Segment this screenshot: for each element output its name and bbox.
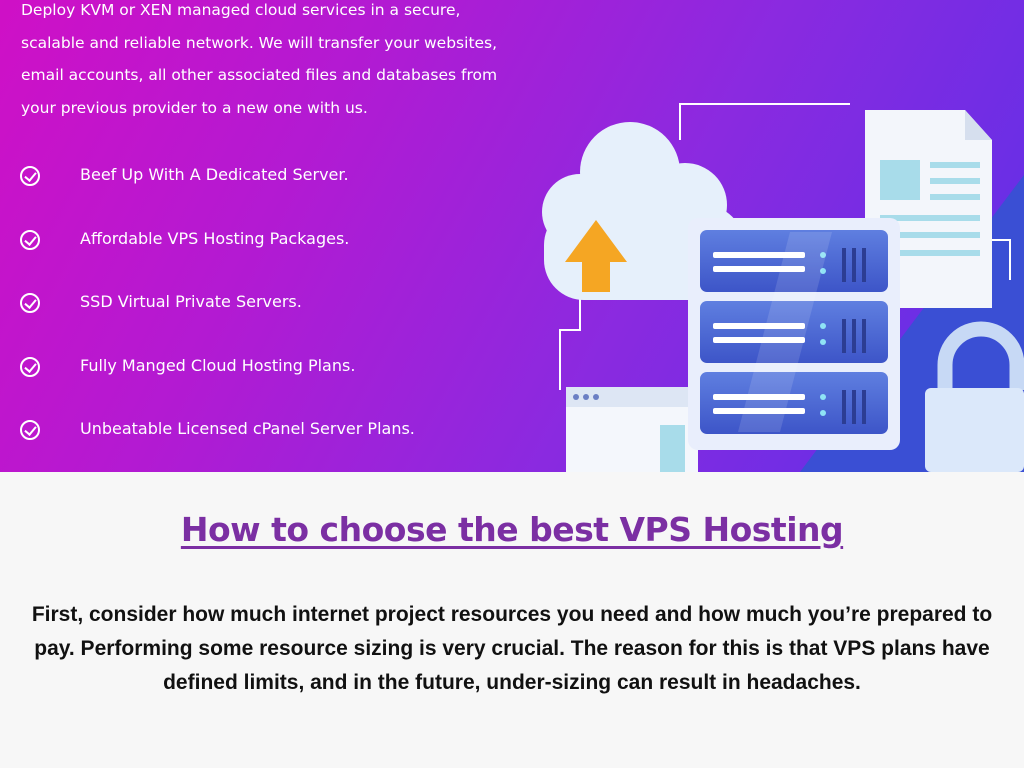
check-circle-icon: [20, 166, 40, 186]
hero-banner: Deploy KVM or XEN managed cloud services…: [0, 0, 1024, 472]
browser-window-icon: [566, 387, 698, 472]
feature-label: Beef Up With A Dedicated Server.: [80, 165, 349, 184]
upload-arrow-icon: [565, 220, 627, 292]
feature-label: Fully Manged Cloud Hosting Plans.: [80, 355, 356, 375]
check-circle-icon: [20, 293, 40, 313]
feature-label: SSD Virtual Private Servers.: [80, 292, 302, 311]
body-paragraph: First, consider how much internet projec…: [31, 603, 993, 694]
padlock-icon: [925, 321, 1024, 472]
feature-label: Unbeatable Licensed cPanel Server Plans.: [80, 419, 415, 438]
check-circle-icon: [20, 356, 40, 377]
check-circle-icon: [20, 229, 40, 250]
check-circle-icon: [20, 420, 40, 440]
intro-text: Deploy KVM or XEN managed cloud services…: [21, 1, 498, 117]
feature-label: Affordable VPS Hosting Packages.: [80, 228, 350, 248]
server-cloud-illustration: [542, 103, 1024, 472]
section-title: How to choose the best VPS Hosting: [180, 510, 844, 549]
server-rack-icon: [688, 218, 900, 450]
